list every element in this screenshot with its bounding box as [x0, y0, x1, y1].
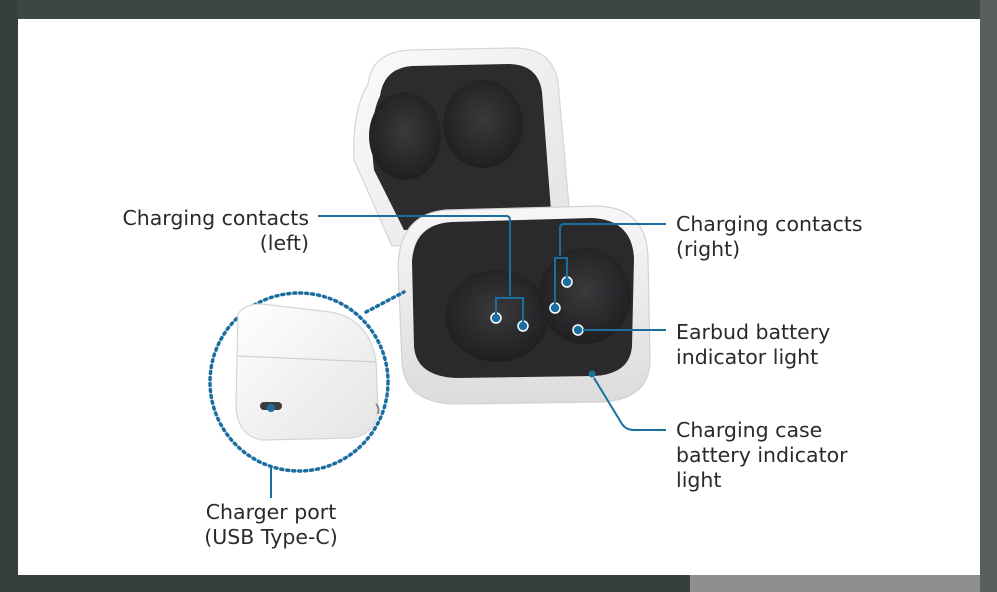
zoom-inset — [208, 290, 406, 473]
earbud-light-dot — [572, 324, 584, 336]
label-charging-contacts-right: Charging contacts (right) — [676, 212, 863, 261]
charging-contact-dots — [490, 276, 596, 378]
lid-cavity-right — [443, 80, 523, 168]
label-charger-port: Charger port (USB Type-C) — [204, 500, 338, 549]
case-light-dot — [588, 370, 596, 378]
callout-case-light — [593, 377, 666, 431]
label-earbud-battery-indicator: Earbud battery indicator light — [676, 320, 831, 369]
callout-contacts-left — [318, 215, 524, 322]
case-lid — [353, 47, 573, 247]
label-case-battery-indicator: Charging case battery indicator light — [676, 418, 848, 492]
contact-right-2 — [549, 302, 561, 314]
contact-left-2 — [517, 320, 529, 332]
label-charging-contacts-left: Charging contacts (left) — [122, 206, 309, 255]
base-cup-right — [539, 248, 631, 344]
contact-right-1 — [561, 276, 573, 288]
charger-port-dot — [267, 404, 275, 412]
lid-cavity-left — [369, 92, 441, 180]
contact-left-1 — [490, 312, 502, 324]
callout-lines — [270, 215, 666, 498]
callout-contacts-right — [554, 223, 666, 304]
